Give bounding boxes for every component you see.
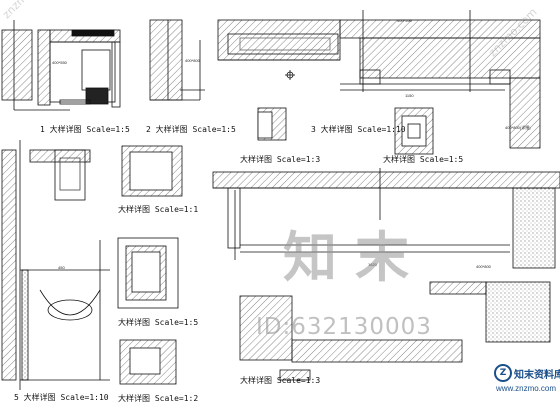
- watermark-brand: 知末: [283, 226, 427, 289]
- detail-1-caption: 1 大样详图 Scale=1:5: [40, 125, 130, 134]
- detail-5-caption: 大样详图 Scale=1:5: [383, 155, 464, 164]
- dim-note-a: 400*550: [52, 60, 67, 65]
- dim-note-g: 450: [58, 265, 65, 270]
- detail-ceiling-section: [212, 168, 560, 363]
- site-logo-icon: Z: [494, 364, 512, 382]
- detail-middle-column: [117, 145, 183, 385]
- dim-note-d: 400*800(详细): [505, 125, 531, 130]
- detail-1-drawing: [1, 20, 121, 111]
- detail-2-caption: 2 大样详图 Scale=1:5: [146, 125, 236, 134]
- detail-6-caption: 5 大样详图 Scale=1:10: [14, 393, 109, 402]
- dim-note-e: 400*800: [476, 264, 491, 269]
- detail-bottom-small: [279, 369, 311, 381]
- detail-10-caption: 大样详图 Scale=1:3: [240, 376, 321, 385]
- detail-2-drawing: [149, 19, 205, 101]
- detail-small-drawings: [257, 107, 434, 155]
- detail-8-caption: 大样详图 Scale=1:5: [118, 318, 199, 327]
- dim-note-c: 400*550: [397, 18, 412, 23]
- dim-note-f: 1150: [405, 93, 414, 98]
- detail-4-caption: 大样详图 Scale=1:3: [240, 155, 321, 164]
- site-url: www.znzmo.com: [496, 384, 557, 393]
- site-name: 知末资料库: [514, 370, 560, 381]
- site-badge: Z 知末资料库 www.znzmo.com: [488, 362, 560, 420]
- watermark-id: ID:632130003: [256, 314, 432, 340]
- detail-5-drawing: [1, 140, 110, 390]
- dim-note-h: 1820: [368, 262, 377, 267]
- detail-7-caption: 大样详图 Scale=1:1: [118, 205, 199, 214]
- detail-9-caption: 大样详图 Scale=1:2: [118, 394, 199, 403]
- dim-note-b: 400*800: [185, 58, 200, 63]
- detail-3-caption: 3 大样详图 Scale=1:10: [311, 125, 406, 134]
- detail-3-drawing: [217, 10, 541, 149]
